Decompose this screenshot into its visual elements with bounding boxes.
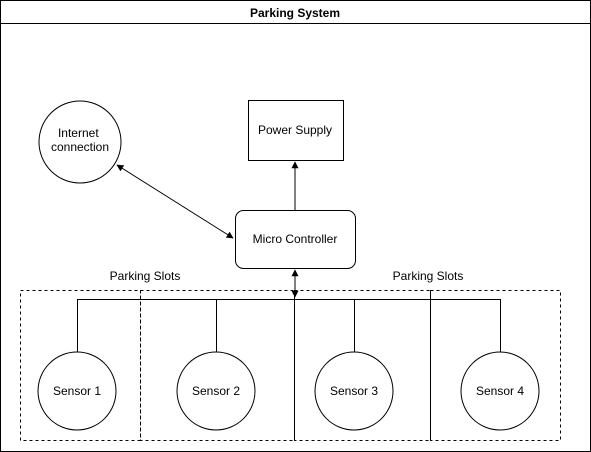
sensor-4-node — [460, 351, 540, 431]
internet-connection-node — [38, 100, 122, 184]
parking-slots-label-left: Parking Slots — [110, 269, 181, 283]
power-supply-node — [248, 100, 344, 161]
sensor-4-label: Sensor 4 — [476, 384, 524, 398]
diagram-title: Parking System — [250, 6, 340, 20]
sensor-3-label: Sensor 3 — [330, 384, 378, 398]
sensor-2-node — [176, 351, 256, 431]
sensor-2-label: Sensor 2 — [192, 384, 240, 398]
micro-controller-node — [235, 210, 356, 269]
power-supply-label: Power Supply — [258, 123, 332, 137]
parking-slot-3 — [294, 290, 431, 441]
sensor-1-node — [37, 351, 117, 431]
internet-controller-arrow — [116, 164, 234, 239]
sensor-1-label: Sensor 1 — [53, 384, 101, 398]
parking-slot-1 — [20, 290, 141, 441]
parking-slot-4 — [430, 290, 561, 441]
parking-slots-label-right: Parking Slots — [393, 269, 464, 283]
sensor-3-node — [314, 351, 394, 431]
parking-slot-2 — [140, 290, 295, 441]
internet-connection-label: Internet connection — [51, 126, 109, 154]
micro-controller-label: Micro Controller — [253, 232, 338, 246]
